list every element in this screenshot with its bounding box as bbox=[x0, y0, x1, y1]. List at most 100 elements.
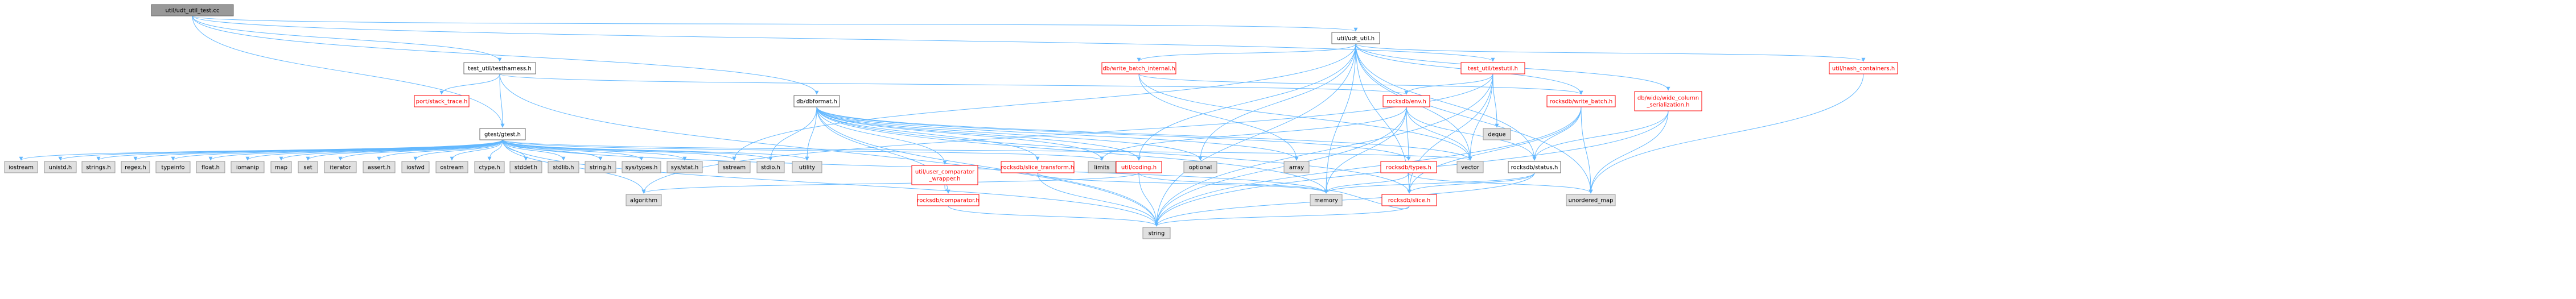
edge-n4-to-n13 bbox=[816, 106, 1411, 161]
edge-n5-to-n15 bbox=[1137, 43, 1356, 161]
node-n10[interactable]: util/hash_containers.h bbox=[1829, 62, 1898, 74]
node-label: db/wide/wide_column bbox=[1637, 95, 1699, 102]
node-s_iomanip: iomanip bbox=[231, 161, 265, 173]
edge-n3-to-s_stdio bbox=[502, 139, 773, 161]
edge-n7-to-n11 bbox=[1404, 73, 1493, 95]
edge-n4-to-n17 bbox=[816, 106, 947, 165]
node-box bbox=[151, 4, 234, 16]
node-label: unordered_map bbox=[1569, 198, 1614, 204]
edge-n12-to-s_string bbox=[1154, 172, 1535, 227]
node-label: deque bbox=[1488, 132, 1505, 138]
edge-n4-to-n15 bbox=[816, 106, 1141, 161]
edge-n3-to-s_string_h bbox=[502, 139, 603, 161]
node-s_sysstat: sys/stat.h bbox=[666, 161, 703, 173]
node-n17[interactable]: util/user_comparator_wrapper.h bbox=[911, 165, 978, 185]
node-s_sstream: sstream bbox=[718, 161, 751, 173]
node-box bbox=[414, 95, 470, 107]
node-label: db/write_batch_internal.h bbox=[1102, 66, 1175, 72]
node-box bbox=[917, 194, 980, 206]
node-n12[interactable]: rocksdb/status.h bbox=[1508, 161, 1561, 173]
edge-n11-to-s_memory bbox=[1324, 106, 1407, 194]
node-n2[interactable]: port/stack_trace.h bbox=[414, 95, 470, 107]
node-s_map: map bbox=[270, 161, 292, 173]
edge-n18-to-s_string bbox=[948, 205, 1159, 227]
node-s_string_h: string.h bbox=[585, 161, 616, 173]
edge-n1-to-n2 bbox=[439, 73, 500, 95]
node-s_vector: vector bbox=[1456, 161, 1484, 173]
node-label: optional bbox=[1189, 165, 1212, 171]
node-box bbox=[44, 161, 77, 173]
edge-n8-to-s_string bbox=[1154, 106, 1582, 227]
node-n1[interactable]: test_util/testharness.h bbox=[463, 62, 536, 74]
node-box bbox=[1382, 95, 1430, 107]
edge-n11-to-s_vector bbox=[1406, 106, 1472, 161]
node-s_systypes: sys/types.h bbox=[622, 161, 661, 173]
node-s_ctype: ctype.h bbox=[474, 161, 505, 173]
node-label: stddef.h bbox=[515, 165, 537, 171]
node-n9[interactable]: db/wide/wide_column_serialization.h bbox=[1634, 91, 1702, 111]
node-label: util/coding.h bbox=[1121, 165, 1157, 171]
edge-n3-to-s_stdlib bbox=[502, 139, 566, 161]
node-label: test_util/testutil.h bbox=[1468, 66, 1518, 72]
edge-n7-to-n14 bbox=[1407, 73, 1493, 194]
edge-n5-to-s_unordered_map bbox=[1355, 43, 1593, 194]
node-n6[interactable]: db/write_batch_internal.h bbox=[1101, 62, 1176, 74]
node-box bbox=[718, 161, 751, 173]
node-s_optional: optional bbox=[1183, 161, 1217, 173]
edge-n11-to-n13 bbox=[1406, 106, 1411, 161]
edge-n3-to-s_map bbox=[279, 139, 503, 161]
node-label: limits bbox=[1094, 165, 1109, 171]
node-label: rocksdb/status.h bbox=[1511, 165, 1558, 171]
node-box bbox=[585, 161, 616, 173]
node-box bbox=[1101, 62, 1176, 74]
edge-n15-to-s_string bbox=[1138, 172, 1159, 227]
node-n15[interactable]: util/coding.h bbox=[1116, 161, 1162, 173]
node-box bbox=[756, 161, 785, 173]
node-n16[interactable]: rocksdb/slice_transform.h bbox=[1001, 161, 1075, 173]
node-s_iosfwd: iosfwd bbox=[401, 161, 430, 173]
node-box bbox=[911, 165, 978, 185]
node-box bbox=[81, 161, 116, 173]
edge-n3-to-s_iterator bbox=[338, 139, 503, 161]
node-s_algorithm: algorithm bbox=[626, 194, 662, 206]
node-n5[interactable]: util/udt_util.h bbox=[1331, 32, 1380, 44]
node-n3[interactable]: gtest/gtest.h bbox=[479, 128, 526, 140]
node-label: typeinfo bbox=[161, 165, 184, 171]
node-box bbox=[666, 161, 703, 173]
edge-n7-to-s_deque bbox=[1492, 73, 1499, 128]
node-label: memory bbox=[1314, 198, 1338, 204]
node-s_float: float.h bbox=[196, 161, 225, 173]
edge-n17-to-n18 bbox=[944, 184, 950, 194]
edge-n3-to-s_assert bbox=[377, 139, 503, 161]
node-label: regex.h bbox=[125, 165, 146, 171]
node-s_memory: memory bbox=[1310, 194, 1343, 206]
node-n4[interactable]: db/dbformat.h bbox=[793, 95, 840, 107]
node-s_unistd: unistd.h bbox=[44, 161, 77, 173]
edge-n13-to-s_memory bbox=[1324, 172, 1409, 194]
node-n18[interactable]: rocksdb/comparator.h bbox=[917, 194, 980, 206]
node-n13[interactable]: rocksdb/types.h bbox=[1380, 161, 1437, 173]
edge-n9-to-s_unordered_map bbox=[1589, 110, 1669, 194]
node-label: gtest/gtest.h bbox=[484, 132, 521, 138]
node-label: stdio.h bbox=[761, 165, 780, 171]
edge-n6-to-s_vector bbox=[1138, 73, 1472, 161]
node-s_set: set bbox=[298, 161, 318, 173]
node-n8[interactable]: rocksdb/write_batch.h bbox=[1546, 95, 1616, 107]
node-n7[interactable]: test_util/testutil.h bbox=[1460, 62, 1525, 74]
edge-n3-to-s_ctype bbox=[487, 139, 503, 161]
node-label: ctype.h bbox=[479, 165, 500, 171]
node-box bbox=[1508, 161, 1561, 173]
node-n14[interactable]: rocksdb/slice.h bbox=[1381, 194, 1437, 206]
node-box bbox=[509, 161, 542, 173]
edge-n15-to-s_memory bbox=[1138, 172, 1328, 194]
edge-n5-to-s_optional bbox=[1198, 43, 1356, 161]
node-label: utility bbox=[799, 165, 816, 171]
edge-n3-to-s_iomanip bbox=[245, 139, 503, 161]
edge-n3-to-s_iosfwd bbox=[413, 139, 503, 161]
edge-n3-to-s_float bbox=[208, 139, 503, 161]
node-s_iterator: iterator bbox=[324, 161, 357, 173]
node-label: rocksdb/write_batch.h bbox=[1550, 99, 1612, 105]
node-n0[interactable]: util/udt_util_test.cc bbox=[151, 4, 234, 16]
edge-n11-to-s_limits bbox=[1100, 106, 1407, 161]
node-n11[interactable]: rocksdb/env.h bbox=[1382, 95, 1430, 107]
